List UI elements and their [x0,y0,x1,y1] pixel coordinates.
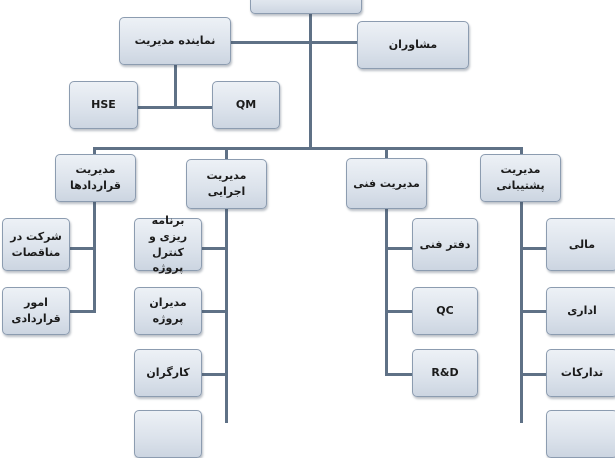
connector-line [225,147,228,159]
connector-line [174,64,177,108]
qc-box: QC [412,287,478,335]
connector-line [520,310,547,313]
support-child-box [546,410,615,458]
contract-affairs-box: امور قراردادی [2,287,70,335]
connector-line [385,247,413,250]
connector-line [93,147,523,150]
procurement-box: تدارکات [546,349,615,397]
finance-box: مالی [546,218,615,271]
hse-box: HSE [69,81,138,129]
executive-child-box [134,410,202,458]
technical-office-box: دفتر فنی [412,218,478,271]
connector-line [201,247,227,250]
support-management-box: مدیریت پشتیبانی [480,154,561,202]
connector-line [69,247,95,250]
administrative-box: اداری [546,287,615,335]
connector-line [385,373,413,376]
contracts-management-box: مدیریت قراردادها [55,154,136,202]
qm-box: QM [212,81,280,129]
planning-control-box: برنامه ریزی و کنترل پروژه [134,214,202,274]
connector-line [93,200,96,313]
advisors-box: مشاوران [357,21,469,69]
connector-line [385,208,388,376]
connector-line [520,247,547,250]
technical-management-box: مدیریت فنی [346,158,427,209]
connector-line [93,147,96,155]
connector-line [520,373,547,376]
connector-line [385,310,413,313]
project-managers-box: مدیران پروژه [134,287,202,335]
executive-management-box: مدیریت اجرایی [186,159,267,209]
top-management-box [250,0,362,14]
connector-line [385,147,388,159]
tenders-box: شرکت در مناقصات [2,218,70,271]
connector-line [520,147,523,155]
connector-line [201,373,227,376]
connector-line [137,106,213,109]
connector-line [201,310,227,313]
connector-line [230,41,358,44]
connector-line [309,12,312,150]
management-representative-box: نماینده مدیریت [119,17,231,65]
connector-line [225,208,228,423]
rnd-box: R&D [412,349,478,397]
connector-line [69,310,95,313]
workers-box: کارگران [134,349,202,397]
